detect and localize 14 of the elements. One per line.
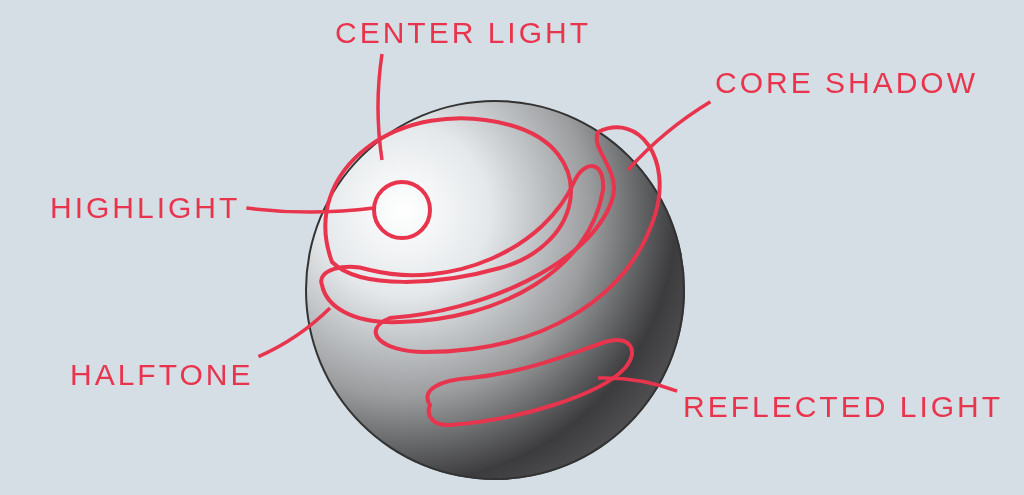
- highlight-circle: [372, 180, 432, 240]
- leader-line: [257, 306, 332, 359]
- callout-label: HIGHLIGHT: [50, 193, 241, 223]
- region-outline: [425, 338, 635, 427]
- region-outline: [323, 116, 573, 284]
- leader-line: [246, 206, 375, 214]
- callout-label: CENTER LIGHT: [335, 18, 592, 48]
- region-outline: [373, 125, 662, 354]
- callout-label: REFLECTED LIGHT: [683, 392, 1004, 422]
- region-outline: [319, 164, 606, 325]
- leader-line: [626, 100, 712, 172]
- callout-label: CORE SHADOW: [715, 68, 978, 98]
- callout-label: HALFTONE: [70, 360, 254, 390]
- leader-line: [376, 53, 384, 161]
